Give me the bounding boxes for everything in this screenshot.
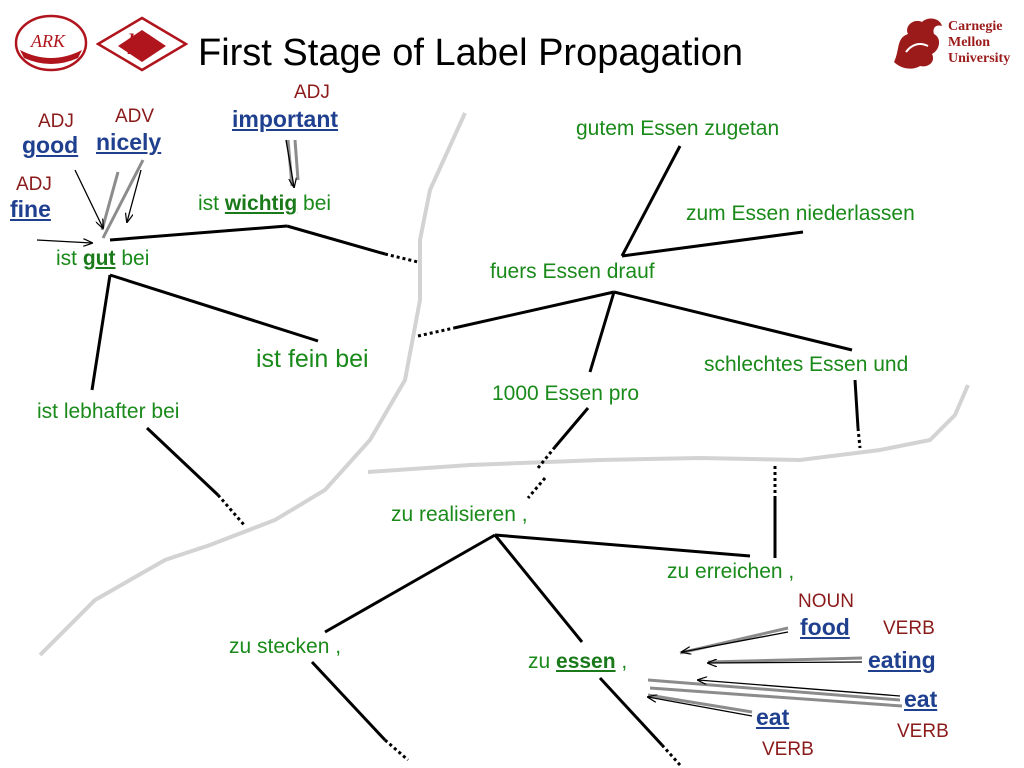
german-node-prefix: ist [198,192,225,215]
pos-tag-important: ADJ [294,82,330,103]
graph-edge [613,290,853,352]
german-node-zu-realisieren: zu realisieren , [391,503,528,526]
german-node-fuers-essen-drauf: fuers Essen drauf [490,260,655,283]
graph-edge-continuation [384,738,409,762]
graph-edge [453,290,615,330]
graph-edge-continuation [384,252,419,264]
cluster-boundary-curve [367,384,970,474]
lti-logo: lti [95,16,189,72]
pos-tag-eat-right: VERB [897,721,949,742]
projection-edge [293,139,300,181]
german-node-suffix: , [615,650,628,673]
ark-logo-text: ARK [31,31,65,51]
projection-edge [101,159,145,239]
german-node-suffix: bei [115,247,150,270]
pos-tag-good: ADJ [38,111,74,132]
graph-edge [588,291,616,373]
pos-tag-food: NOUN [798,591,854,612]
graph-edge-continuation [660,743,682,767]
arrow [648,697,753,717]
cmu-logo-line2: Mellon [948,35,990,50]
projection-edge [647,678,901,702]
english-word-good: good [22,132,79,158]
graph-edge [853,379,860,429]
graph-edge [598,676,664,747]
projection-edge [649,686,903,708]
german-node-keyword: essen [556,650,616,673]
english-word-fine: fine [10,196,51,222]
german-node-ist-fein-bei: ist fein bei [256,345,369,373]
graph-edge [310,660,387,742]
english-word-nicely: nicely [96,129,162,155]
graph-edge [145,426,220,497]
pos-tag-eating: VERB [883,618,935,639]
german-node-ist-lebhafter-bei: ist lebhafter bei [37,400,180,423]
cmu-logo: Carnegie Mellon University [888,12,1018,74]
graph-edge-continuation [536,446,557,469]
graph-edge [286,224,386,256]
german-node-keyword: wichtig [224,192,298,215]
graph-edge-continuation [526,477,547,499]
german-node-prefix: ist [56,247,83,270]
ark-logo: ARK [14,14,88,72]
cluster-boundary-curve [38,112,467,657]
graph-edge [90,274,112,391]
arrow [74,169,103,228]
graph-edge-continuation [417,326,455,338]
pos-tag-fine: ADJ [16,174,52,195]
pos-tag-nicely: ADV [115,106,155,127]
german-node-keyword: gut [82,247,116,270]
german-node-zu-essen: zu essen , [528,651,627,672]
graph-edge [494,533,751,558]
graph-edge [109,224,288,242]
arrow [682,631,789,652]
graph-edge [553,407,590,448]
graph-edge [109,273,319,343]
german-node-schlechtes-essen-und: schlechtes Essen und [704,353,909,376]
graph-edge-continuation [216,494,247,527]
cmu-logo-line3: University [948,51,1011,66]
german-node-gutem-essen-zugetan: gutem Essen zugetan [576,117,780,140]
english-word-important: important [232,106,339,132]
page-title: First Stage of Label Propagation [198,32,744,74]
german-node-ist-wichtig-bei: ist wichtig bei [198,193,331,214]
german-node-ist-gut-bei: ist gut bei [56,248,149,269]
pos-tag-eat-left: VERB [762,739,814,760]
projection-edge [707,656,863,664]
arrow [708,662,863,663]
graph-edge [620,145,682,257]
lti-logo-text: lti [126,28,152,61]
projection-edge [100,171,120,231]
english-word-eat-left: eat [756,704,790,730]
graph-edge [324,533,496,634]
german-node-zum-essen-niederlassen: zum Essen niederlassen [686,202,915,225]
graph-edge-continuation [856,427,862,449]
cmu-logo-line1: Carnegie [948,19,1003,34]
german-node-zu-erreichen: zu erreichen , [667,560,795,583]
english-word-food: food [800,614,850,640]
graph-edge [493,534,584,643]
arrow [285,139,294,187]
projection-edge [647,693,753,714]
arrow [698,680,901,697]
german-node-zu-stecken: zu stecken , [229,635,342,658]
english-word-eating: eating [868,647,936,673]
german-node-suffix: bei [297,192,332,215]
english-word-eat-right: eat [904,686,938,712]
arrow [36,240,92,243]
german-node-prefix: zu [528,650,557,673]
german-node-1000-essen-pro: 1000 Essen pro [492,382,640,405]
graph-edge [621,230,804,258]
arrow [127,169,142,222]
